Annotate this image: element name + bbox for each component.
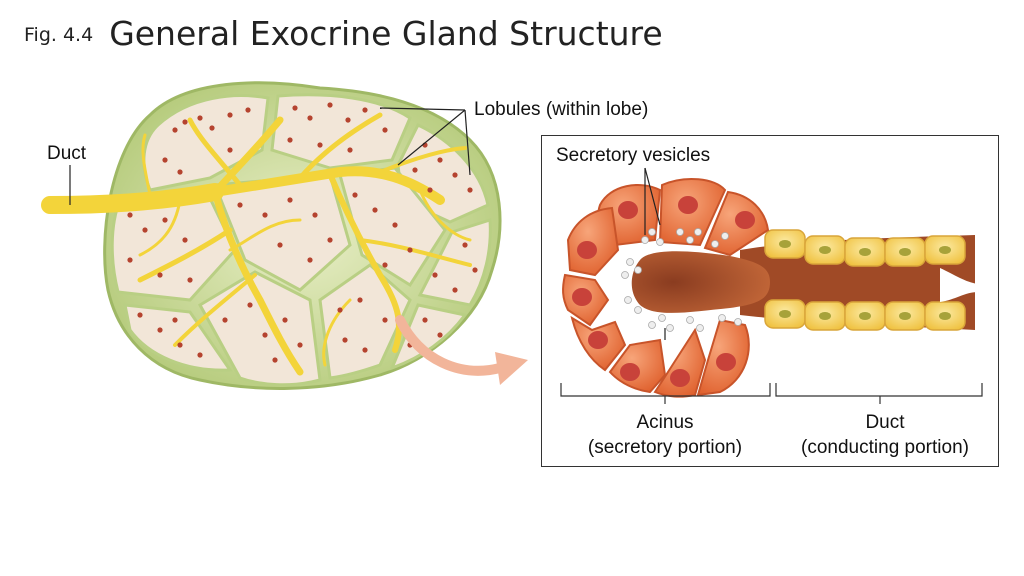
acinus-label-line1: Acinus — [636, 412, 694, 433]
lobules-label: Lobules (within lobe) — [474, 99, 649, 120]
acinus-diagram — [560, 167, 983, 404]
duct-label-left: Duct — [47, 143, 87, 164]
figure-title: Fig. 4.4 General Exocrine Gland Structure — [24, 14, 663, 53]
lobe — [41, 81, 502, 390]
zoom-arrow — [395, 315, 528, 385]
duct-label-right: Duct (conducting portion) — [780, 410, 990, 460]
figure-number: Fig. 4.4 — [24, 24, 94, 46]
duct-tree — [41, 112, 472, 376]
acinus-label-line2: (secretory portion) — [587, 437, 743, 458]
duct-cells — [740, 229, 978, 331]
duct-label-right-line1: Duct — [865, 412, 905, 433]
figure-heading: General Exocrine Gland Structure — [109, 14, 663, 53]
acinus-nuclei — [572, 196, 755, 387]
vesicle-leader-lines — [644, 167, 666, 340]
acinus-lumen — [631, 251, 770, 313]
lobules-leader-lines — [69, 107, 471, 205]
acinus-label: Acinus (secretory portion) — [560, 410, 770, 460]
secretory-vesicle-dots — [621, 228, 742, 332]
duct-label-right-line2: (conducting portion) — [801, 437, 969, 458]
region-brackets — [560, 383, 983, 404]
secretory-vesicles-label: Secretory vesicles — [556, 145, 711, 166]
lobules — [110, 93, 492, 387]
acini-dots — [127, 102, 478, 363]
